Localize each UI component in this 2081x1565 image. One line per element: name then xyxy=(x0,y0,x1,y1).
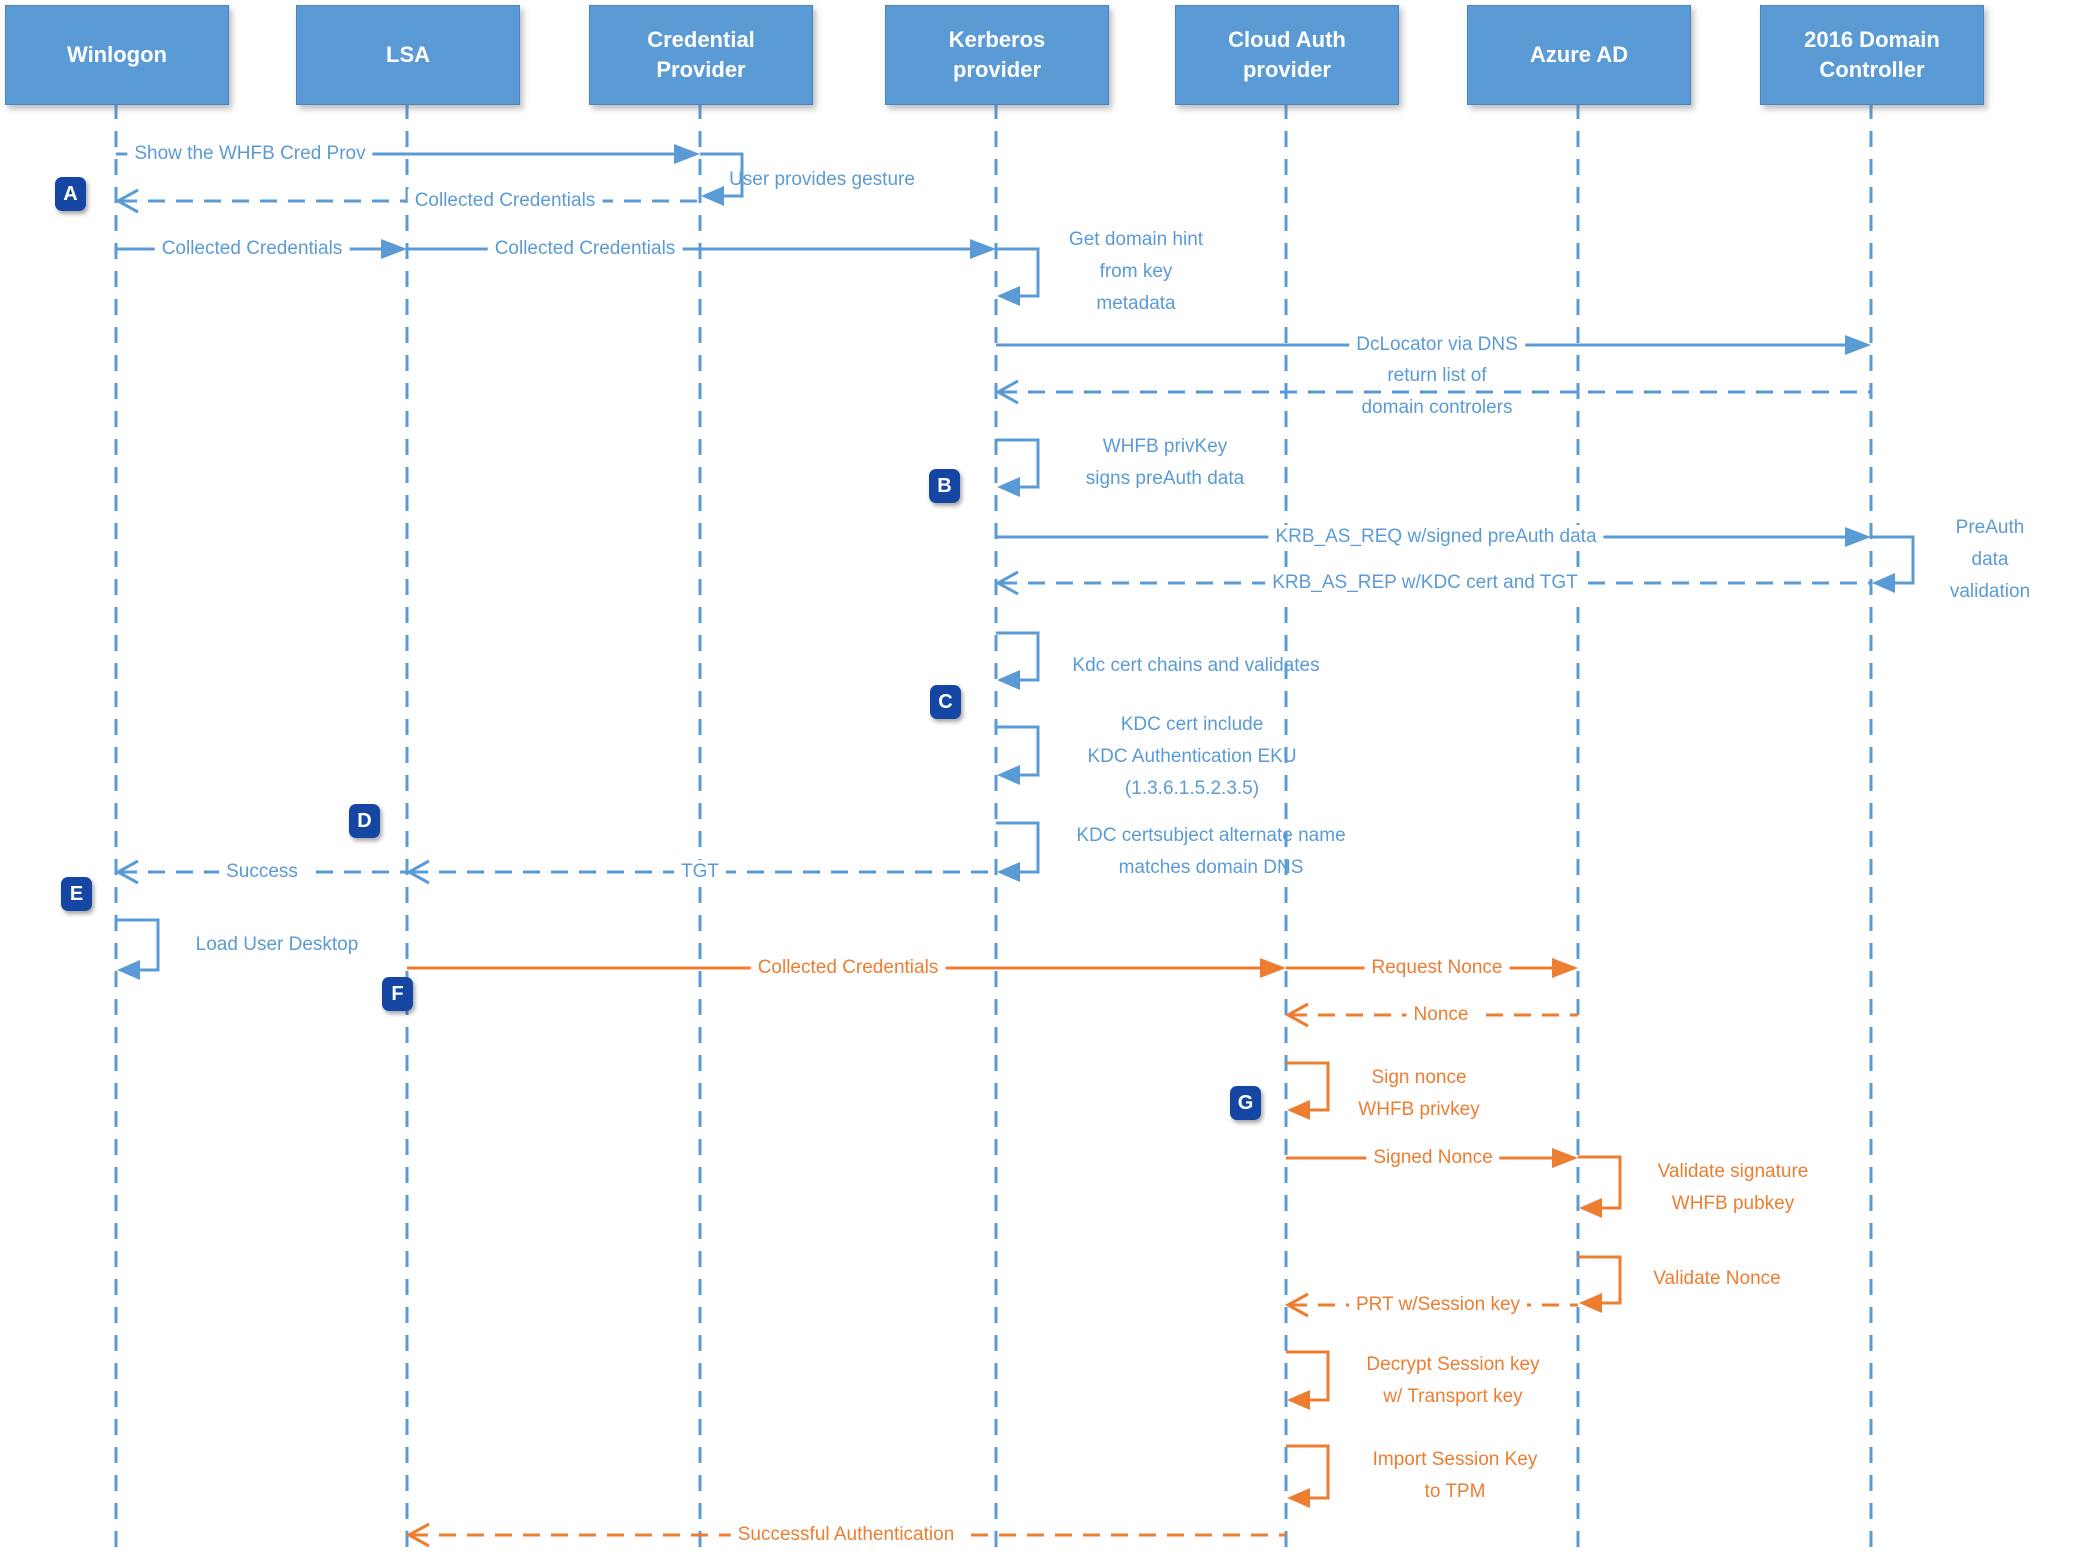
open-arrowhead-icon-krb-as-rep xyxy=(994,570,1019,596)
step-badge-d: D xyxy=(349,804,380,838)
self-loop-preauth-data-validation xyxy=(1871,535,1915,585)
message-label-success: Success xyxy=(219,860,305,884)
self-loop-sign-nonce-whfb-privkey xyxy=(1286,1061,1330,1112)
message-label-successful-authentication: Successful Authentication xyxy=(730,1523,962,1547)
self-loop-arrowhead-icon-validate-signature-whfb-pubkey xyxy=(1579,1198,1602,1218)
message-label-signed-nonce: Signed Nonce xyxy=(1366,1146,1500,1170)
message-label-request-nonce: Request Nonce xyxy=(1364,956,1510,980)
self-loop-import-session-key-to-tpm xyxy=(1286,1444,1330,1500)
self-loop-kdc-certsubject-alternate-name xyxy=(996,821,1040,874)
open-arrowhead-icon-prt-w-session-key xyxy=(1284,1292,1309,1318)
step-badge-g: G xyxy=(1230,1086,1261,1120)
self-loop-user-provides-gesture xyxy=(700,152,744,198)
arrowhead-icon-signed-nonce xyxy=(1552,1148,1578,1168)
arrowhead-icon-dclocator-via-dns xyxy=(1845,335,1871,355)
open-arrowhead-icon-return-list-of-domain-controlers xyxy=(994,379,1019,405)
open-arrowhead-icon-successful-authentication xyxy=(405,1522,430,1548)
message-label-collected-credentials-to-cloud: Collected Credentials xyxy=(750,956,946,980)
step-badge-f: F xyxy=(382,977,413,1011)
arrowhead-icon-collected-credentials-to-kerberos xyxy=(970,239,996,259)
arrowhead-icon-krb-as-req xyxy=(1845,527,1871,547)
self-loop-validate-nonce xyxy=(1578,1255,1622,1305)
self-loop-label-sign-nonce-whfb-privkey: Sign nonce WHFB privkey xyxy=(1358,1067,1480,1120)
actor-kerberos-provider: Kerberos provider xyxy=(885,5,1109,105)
self-loop-kdc-cert-include-eku xyxy=(996,725,1040,777)
self-loop-label-load-user-desktop: Load User Desktop xyxy=(195,934,359,955)
message-label-collected-credentials-return: Collected Credentials xyxy=(407,189,603,213)
self-loop-label-decrypt-session-key: Decrypt Session key w/ Transport key xyxy=(1366,1354,1540,1407)
self-loop-arrowhead-icon-kdc-certsubject-alternate-name xyxy=(997,862,1020,882)
self-loop-get-domain-hint xyxy=(996,247,1040,298)
actor-domain-controller-2016: 2016 Domain Controller xyxy=(1760,5,1984,105)
self-loop-arrowhead-icon-decrypt-session-key xyxy=(1287,1390,1310,1410)
message-label-return-list-of-domain-controlers: return list of domain controlers xyxy=(1361,365,1513,418)
message-label-dclocator-via-dns: DcLocator via DNS xyxy=(1349,333,1525,357)
self-loop-arrowhead-icon-get-domain-hint xyxy=(997,286,1020,306)
message-label-collected-credentials-to-lsa: Collected Credentials xyxy=(154,237,350,261)
message-label-krb-as-req: KRB_AS_REQ w/signed preAuth data xyxy=(1268,525,1604,549)
self-loop-label-user-provides-gesture: User provides gesture xyxy=(729,169,915,190)
actor-cloud-auth-provider: Cloud Auth provider xyxy=(1175,5,1399,105)
message-label-collected-credentials-to-kerberos: Collected Credentials xyxy=(487,237,683,261)
self-loop-label-preauth-data-validation: PreAuth data validation xyxy=(1949,517,2031,602)
message-label-tgt: TGT xyxy=(674,860,726,884)
step-badge-c: C xyxy=(930,685,961,719)
self-loop-arrowhead-icon-whfb-privkey-signs-preauth xyxy=(997,477,1020,497)
self-loop-decrypt-session-key xyxy=(1286,1350,1330,1402)
open-arrowhead-icon-collected-credentials-return xyxy=(114,188,139,214)
self-loop-arrowhead-icon-import-session-key-to-tpm xyxy=(1287,1488,1310,1508)
self-loop-kdc-cert-chains-validates xyxy=(996,631,1040,682)
self-loop-label-get-domain-hint: Get domain hint from key metadata xyxy=(1068,229,1204,314)
self-loop-label-whfb-privkey-signs-preauth: WHFB privKey signs preAuth data xyxy=(1085,436,1245,489)
actor-azure-ad: Azure AD xyxy=(1467,5,1691,105)
open-arrowhead-icon-tgt xyxy=(405,859,430,885)
self-loop-label-validate-nonce: Validate Nonce xyxy=(1653,1268,1781,1289)
self-loop-label-kdc-cert-include-eku: KDC cert include KDC Authentication EKU … xyxy=(1087,714,1297,799)
step-badge-a: A xyxy=(55,177,86,211)
self-loop-label-import-session-key-to-tpm: Import Session Key to TPM xyxy=(1372,1449,1538,1502)
message-label-prt-w-session-key: PRT w/Session key xyxy=(1348,1293,1528,1317)
self-loop-label-kdc-cert-chains-validates: Kdc cert chains and validates xyxy=(1072,655,1320,676)
message-label-nonce: Nonce xyxy=(1406,1003,1476,1027)
arrowhead-icon-request-nonce xyxy=(1552,958,1578,978)
self-loop-arrowhead-icon-validate-nonce xyxy=(1579,1293,1602,1313)
self-loop-load-user-desktop xyxy=(116,918,160,972)
step-badge-e: E xyxy=(61,877,92,911)
self-loop-validate-signature-whfb-pubkey xyxy=(1578,1155,1622,1210)
message-label-show-whfb-cred-prov: Show the WHFB Cred Prov xyxy=(127,142,373,166)
self-loop-arrowhead-icon-preauth-data-validation xyxy=(1872,573,1895,593)
self-loop-arrowhead-icon-sign-nonce-whfb-privkey xyxy=(1287,1100,1310,1120)
self-loop-label-validate-signature-whfb-pubkey: Validate signature WHFB pubkey xyxy=(1657,1161,1809,1214)
self-loop-arrowhead-icon-user-provides-gesture xyxy=(701,186,724,206)
arrowhead-icon-collected-credentials-to-cloud xyxy=(1260,958,1286,978)
step-badge-b: B xyxy=(929,469,960,503)
actor-lsa: LSA xyxy=(296,5,520,105)
actor-winlogon: Winlogon xyxy=(5,5,229,105)
self-loop-arrowhead-icon-kdc-cert-include-eku xyxy=(997,765,1020,785)
self-loop-whfb-privkey-signs-preauth xyxy=(996,438,1040,489)
open-arrowhead-icon-success xyxy=(114,859,139,885)
arrowhead-icon-collected-credentials-to-lsa xyxy=(381,239,407,259)
arrowhead-icon-show-whfb-cred-prov xyxy=(674,144,700,164)
actor-credential-provider: Credential Provider xyxy=(589,5,813,105)
self-loop-arrowhead-icon-load-user-desktop xyxy=(117,960,140,980)
self-loop-label-kdc-certsubject-alternate-name: KDC certsubject alternate name matches d… xyxy=(1076,825,1346,878)
self-loop-arrowhead-icon-kdc-cert-chains-validates xyxy=(997,670,1020,690)
open-arrowhead-icon-nonce xyxy=(1284,1002,1309,1028)
message-label-krb-as-rep: KRB_AS_REP w/KDC cert and TGT xyxy=(1265,571,1585,595)
